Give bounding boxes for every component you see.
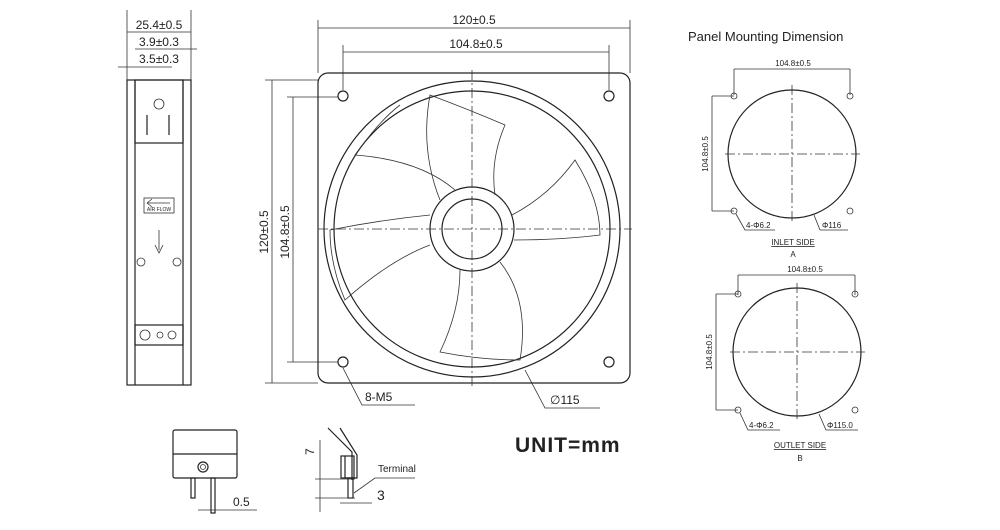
side-dim-a: 3.9±0.3 bbox=[139, 35, 179, 49]
outlet-side: 104.8±0.5 104.8±0.5 4-Φ6.2 Φ115.0 OUTLET… bbox=[705, 265, 865, 463]
svg-text:4-Φ6.2: 4-Φ6.2 bbox=[749, 421, 774, 430]
fan-blades bbox=[329, 94, 601, 361]
diameter-label: ∅115 bbox=[550, 393, 580, 407]
side-view: 25.4±0.5 3.9±0.3 3.5±0.3 AIR FLOW bbox=[118, 10, 197, 386]
svg-text:B: B bbox=[797, 454, 802, 463]
airflow-label: AIR FLOW bbox=[147, 207, 171, 213]
svg-text:OUTLET SIDE: OUTLET SIDE bbox=[774, 441, 826, 450]
svg-text:Φ116: Φ116 bbox=[822, 221, 842, 230]
height-dim: 7 bbox=[303, 448, 317, 455]
svg-text:104.8±0.5: 104.8±0.5 bbox=[705, 334, 714, 370]
svg-text:A: A bbox=[790, 250, 796, 259]
pin-dim: 0.5 bbox=[233, 495, 250, 509]
front-width-dim: 120±0.5 bbox=[452, 13, 496, 27]
side-dim-b: 3.5±0.3 bbox=[139, 52, 179, 66]
front-hole-dim: 104.8±0.5 bbox=[449, 37, 503, 51]
svg-text:104.8±0.5: 104.8±0.5 bbox=[787, 265, 823, 274]
svg-text:104.8±0.5: 104.8±0.5 bbox=[701, 136, 710, 172]
svg-text:Φ115.0: Φ115.0 bbox=[827, 421, 853, 430]
side-width-dim: 25.4±0.5 bbox=[136, 18, 183, 32]
panel-mounting: Panel Mounting Dimension 104.8±0.5 104.8… bbox=[688, 29, 865, 463]
front-view: 120±0.5 104.8±0.5 120±0.5 104.8±0.5 8-M5… bbox=[257, 13, 632, 409]
svg-text:4-Φ6.2: 4-Φ6.2 bbox=[746, 221, 771, 230]
panel-title: Panel Mounting Dimension bbox=[688, 29, 843, 44]
screw-label: 8-M5 bbox=[365, 390, 393, 404]
front-hole-v-dim: 104.8±0.5 bbox=[278, 205, 292, 259]
terminal-dim: 3 bbox=[377, 487, 385, 503]
front-height-dim: 120±0.5 bbox=[257, 210, 271, 254]
svg-text:INLET SIDE: INLET SIDE bbox=[771, 238, 814, 247]
svg-text:104.8±0.5: 104.8±0.5 bbox=[775, 59, 811, 68]
terminal-label: Terminal bbox=[378, 464, 416, 475]
inlet-side: 104.8±0.5 104.8±0.5 4-Φ6.2 Φ116 INLET SI… bbox=[701, 59, 860, 259]
unit-label: UNIT=mm bbox=[515, 434, 621, 457]
terminal-view: 0.5 7 3 Terminal bbox=[172, 427, 416, 514]
